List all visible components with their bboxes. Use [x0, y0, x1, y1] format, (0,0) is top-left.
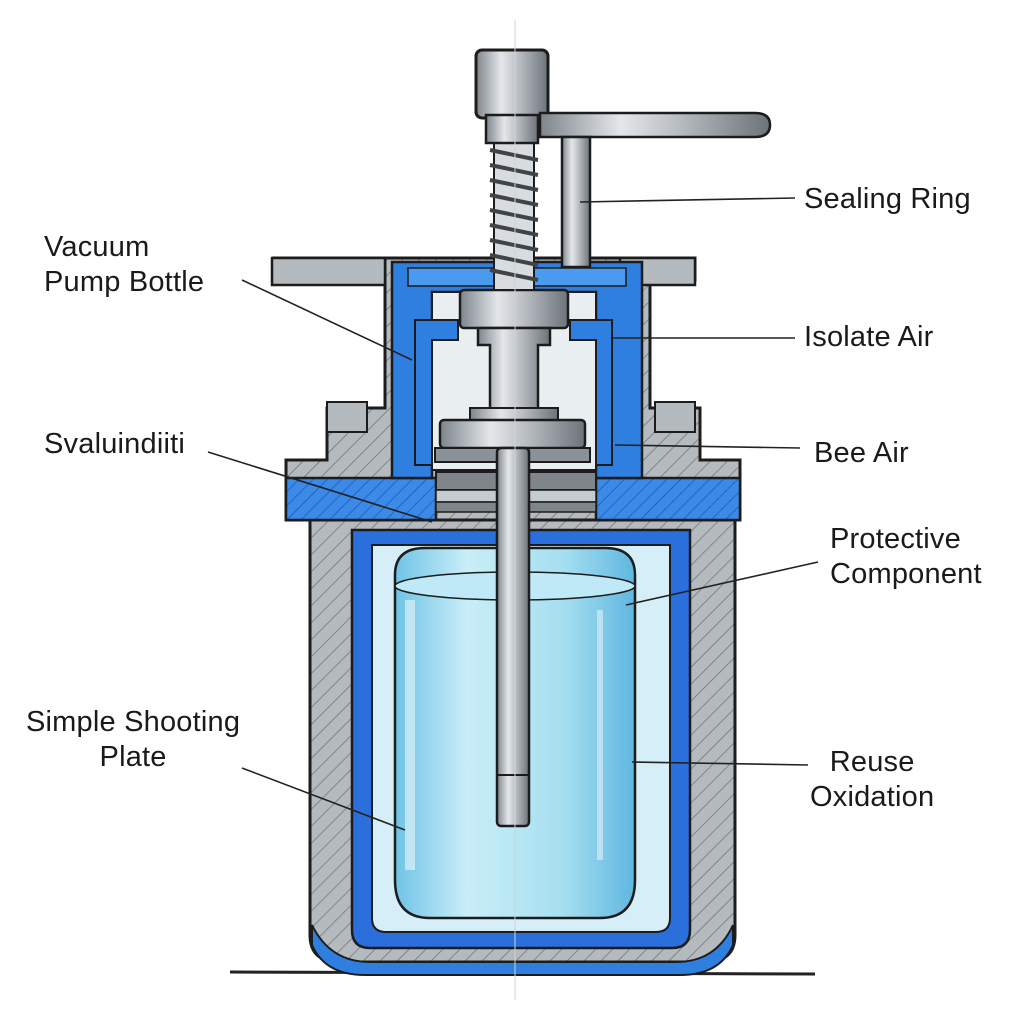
label-isolate-air: Isolate Air [804, 321, 934, 353]
handle-bar [538, 111, 772, 139]
leader-lines [207, 197, 819, 831]
knob [474, 48, 550, 120]
spring [489, 139, 539, 291]
piston-head [458, 288, 570, 330]
label-simple-shooting-plate: Simple Shooting Plate [26, 706, 241, 773]
label-bee-air: Bee Air [814, 437, 909, 469]
label-reuse-oxidation: Reuse Oxidation [810, 746, 935, 813]
valve-disc [438, 418, 587, 450]
label-protective-component: Protective Component [830, 523, 982, 590]
label-svaluindiiti: Svaluindiiti [44, 428, 186, 460]
rod [495, 446, 531, 828]
label-sealing-ring: Sealing Ring [804, 183, 971, 215]
label-vacuum-pump-bottle: Vacuum Pump Bottle [44, 231, 205, 298]
